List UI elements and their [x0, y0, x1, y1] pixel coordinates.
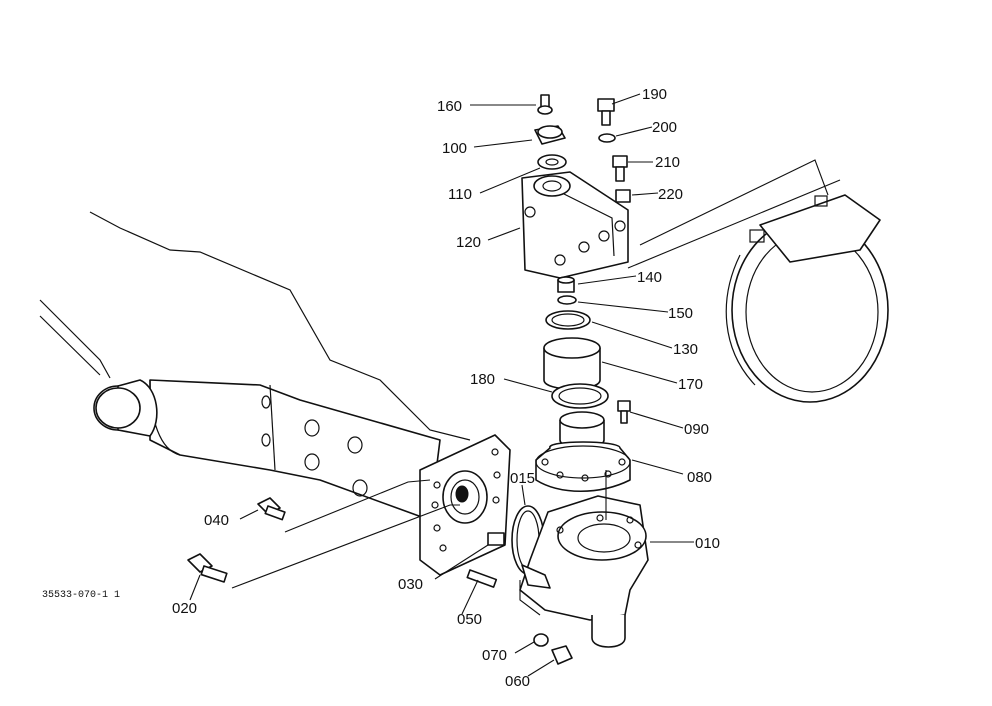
callout-040: 040 — [204, 512, 229, 529]
part-100-plug — [534, 125, 566, 145]
callout-170: 170 — [678, 376, 703, 393]
callout-080: 080 — [687, 469, 712, 486]
callout-130: 130 — [673, 341, 698, 358]
part-080-carrier — [535, 411, 631, 492]
callout-030: 030 — [398, 576, 423, 593]
part-110-washer — [537, 154, 567, 170]
callout-120: 120 — [456, 234, 481, 251]
callout-labels: 010 015 020 030 040 050 060 070 080 090 … — [42, 86, 720, 690]
callout-015: 015 — [510, 470, 535, 487]
callout-150: 150 — [668, 305, 693, 322]
part-010-knuckle-housing — [519, 495, 649, 648]
part-180-seal — [551, 383, 609, 409]
callout-070: 070 — [482, 647, 507, 664]
callout-010: 010 — [695, 535, 720, 552]
part-150-washer — [557, 295, 577, 305]
part-200-washer — [598, 133, 616, 143]
part-060-nut — [551, 645, 573, 665]
callout-160: 160 — [437, 98, 462, 115]
callout-100: 100 — [442, 140, 467, 157]
callout-200: 200 — [652, 119, 677, 136]
callout-050: 050 — [457, 611, 482, 628]
callout-190: 190 — [642, 86, 667, 103]
part-170-sleeve — [543, 337, 601, 390]
part-050-stud — [466, 569, 498, 588]
part-040-bolt — [257, 497, 286, 521]
callout-140: 140 — [637, 269, 662, 286]
part-130-seal — [545, 310, 591, 330]
callout-180: 180 — [470, 371, 495, 388]
part-190-bolt — [597, 98, 615, 126]
callout-060: 060 — [505, 673, 530, 690]
callout-090: 090 — [684, 421, 709, 438]
callout-leaders — [189, 93, 694, 677]
part-020-bolt — [187, 553, 228, 583]
drawing-code: 35533-070-1 1 — [42, 590, 120, 601]
part-090-bolt — [617, 400, 631, 424]
part-220-bushing — [615, 189, 631, 203]
callout-210: 210 — [655, 154, 680, 171]
part-070-washer — [533, 633, 549, 647]
callout-020: 020 — [172, 600, 197, 617]
callout-110: 110 — [448, 186, 472, 203]
part-160-grease-nipple — [537, 94, 553, 115]
part-140-bushing — [557, 276, 575, 293]
assembly-lines — [231, 159, 841, 616]
gear-case — [725, 194, 889, 403]
axle-housing — [39, 211, 471, 521]
part-030-pin — [487, 532, 505, 546]
part-210-bolt — [612, 155, 628, 182]
callout-220: 220 — [658, 186, 683, 203]
part-120-cover — [521, 171, 629, 279]
